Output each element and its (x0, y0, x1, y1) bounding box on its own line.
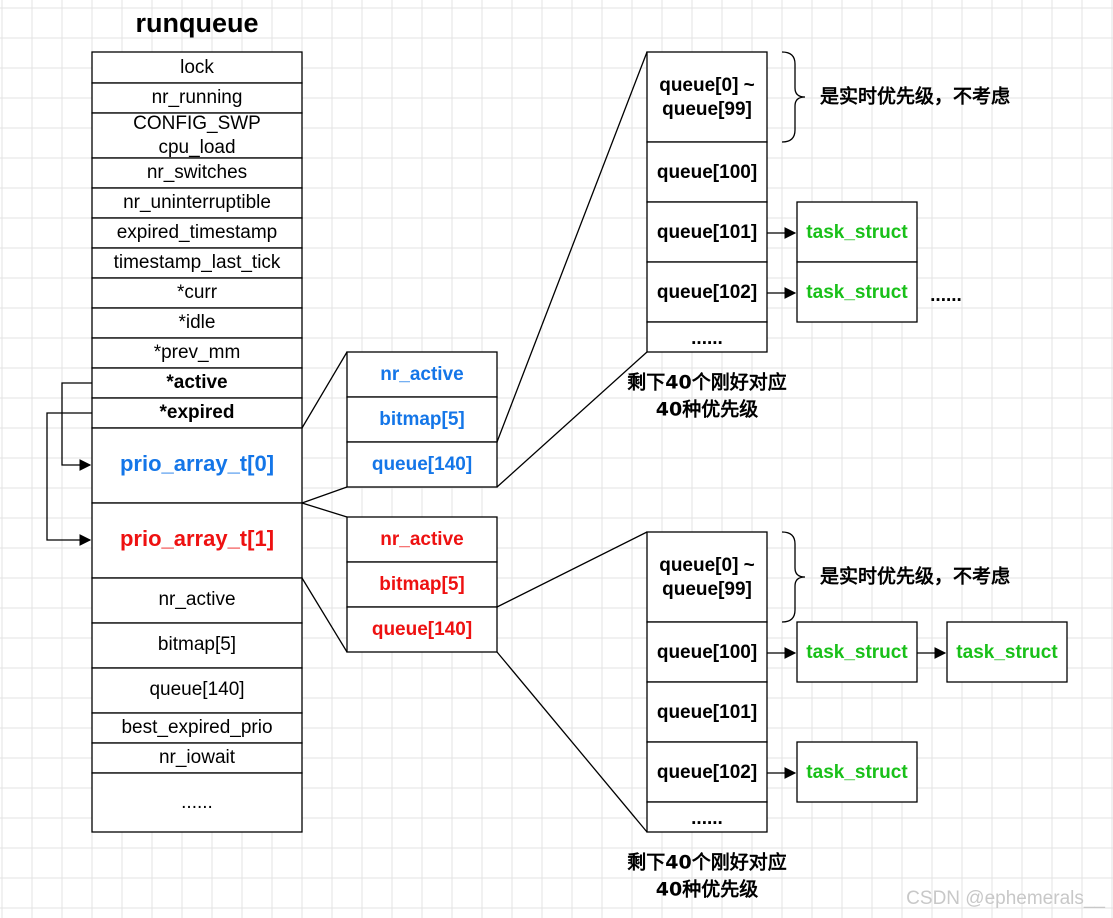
prio-array-0-label: prio_array_t[0] (120, 451, 274, 476)
field-nr-running: nr_running (152, 87, 243, 108)
active-pointer-arrow (61, 382, 92, 471)
field-timestamp-last-tick: timestamp_last_tick (114, 252, 281, 273)
bottom-rt-brace (781, 531, 806, 623)
tail-best-expired-prio: best_expired_prio (121, 717, 272, 738)
top-caption-line1: 剩下40个刚好对应 (627, 371, 786, 394)
top-task-struct-2: task_struct (806, 282, 908, 303)
bottom-queue-ellipsis: ...... (691, 808, 723, 829)
bottom-caption-line1: 剩下40个刚好对应 (627, 851, 786, 874)
field-prev-mm: *prev_mm (154, 342, 241, 363)
queue-column-bottom: queue[0] ~ queue[99] queue[100] queue[10… (627, 531, 1068, 901)
bottom-task-struct-3: task_struct (806, 762, 908, 783)
top-queue-ellipsis: ...... (691, 328, 723, 349)
top-queue-100: queue[100] (657, 162, 757, 183)
tail-nr-iowait: nr_iowait (159, 747, 236, 768)
array1-queue: queue[140] (372, 619, 472, 640)
bottom-rt-range-line1: queue[0] ~ (659, 555, 755, 576)
top-task-trailing-ellipsis: ...... (930, 285, 962, 306)
runqueue-table: lock nr_running CONFIG_SWP cpu_load nr_s… (91, 51, 303, 833)
array1-nr-active: nr_active (380, 529, 463, 550)
field-nr-uninterruptible: nr_uninterruptible (123, 192, 271, 213)
top-rt-brace (781, 51, 806, 143)
field-active: *active (166, 372, 227, 393)
field-config-swp: CONFIG_SWP (133, 113, 261, 134)
top-rt-note: 是实时优先级，不考虑 (820, 85, 1010, 108)
field-curr: *curr (177, 282, 218, 303)
array0-nr-active: nr_active (380, 364, 463, 385)
top-queue-102: queue[102] (657, 282, 757, 303)
zoom-connectors (301, 51, 648, 833)
field-cpu-load: cpu_load (158, 137, 235, 158)
field-lock: lock (180, 57, 214, 78)
tail-nr-active: nr_active (158, 589, 235, 610)
field-nr-switches: nr_switches (147, 162, 247, 183)
top-task-struct-1: task_struct (806, 222, 908, 243)
array0-detail: nr_active bitmap[5] queue[140] (346, 351, 498, 488)
bottom-queue-100: queue[100] (657, 642, 757, 663)
prio-array-1-label: prio_array_t[1] (120, 526, 274, 551)
field-expired-timestamp: expired_timestamp (117, 222, 278, 243)
tail-queue: queue[140] (149, 679, 244, 700)
bottom-task-struct-2: task_struct (956, 642, 1058, 663)
expired-pointer-arrow (46, 412, 92, 546)
array0-bitmap: bitmap[5] (379, 409, 465, 430)
top-caption-line2: 40种优先级 (656, 398, 758, 421)
bottom-rt-note: 是实时优先级，不考虑 (820, 565, 1010, 588)
tail-bitmap: bitmap[5] (158, 634, 236, 655)
field-idle: *idle (179, 312, 216, 333)
tail-ellipsis: ...... (181, 792, 213, 813)
diagram-title: runqueue (135, 8, 258, 38)
bottom-queue-102: queue[102] (657, 762, 757, 783)
queue-column-top: queue[0] ~ queue[99] queue[100] queue[10… (627, 51, 1010, 421)
pointer-arrows (46, 382, 92, 546)
top-queue-101: queue[101] (657, 222, 757, 243)
bottom-task-struct-1: task_struct (806, 642, 908, 663)
csdn-watermark: CSDN @ephemerals__ (906, 888, 1105, 909)
top-rt-range-line2: queue[99] (662, 99, 752, 120)
field-expired: *expired (160, 402, 235, 423)
bottom-rt-range-line2: queue[99] (662, 579, 752, 600)
bottom-queue-101: queue[101] (657, 702, 757, 723)
bottom-caption-line2: 40种优先级 (656, 878, 758, 901)
array1-bitmap: bitmap[5] (379, 574, 465, 595)
array1-detail: nr_active bitmap[5] queue[140] (346, 516, 498, 653)
top-rt-range-line1: queue[0] ~ (659, 75, 755, 96)
array0-queue: queue[140] (372, 454, 472, 475)
